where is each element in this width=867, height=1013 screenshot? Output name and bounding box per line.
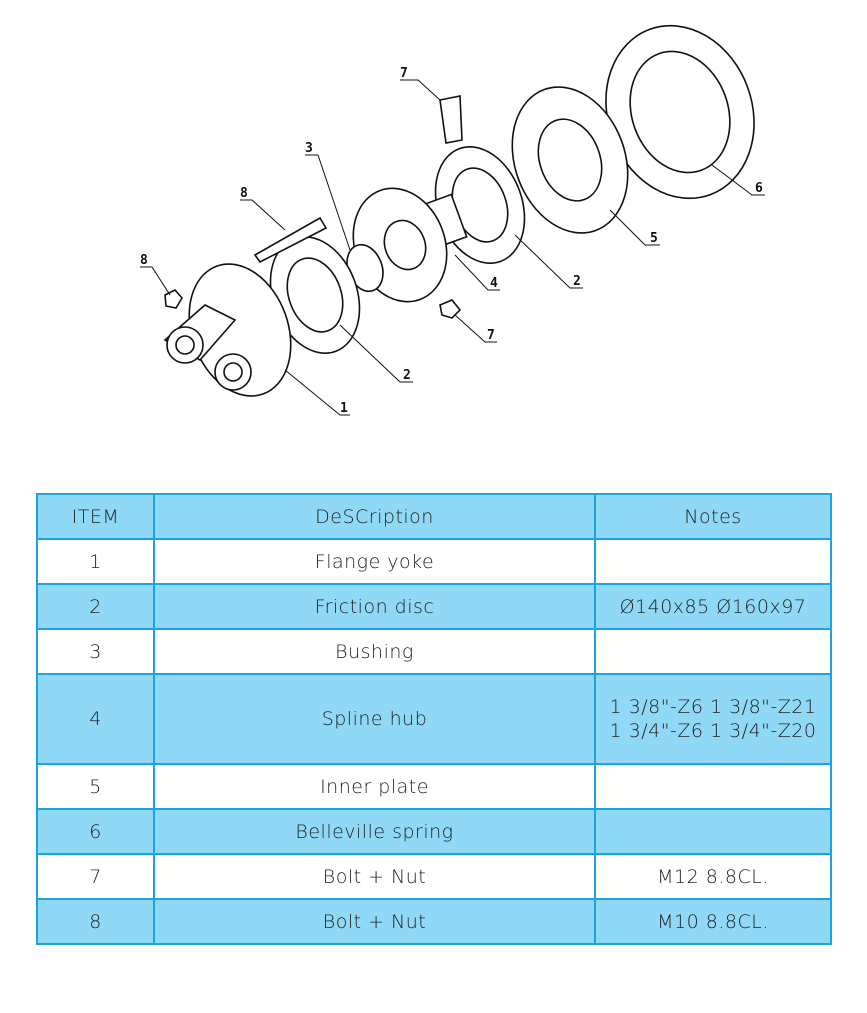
item-number: 5 [36,763,155,810]
callout-1: 1 [340,401,348,416]
nut-8 [164,289,183,309]
item-description: Inner plate [153,763,596,810]
callout-4: 4 [490,276,498,291]
item-description: Bushing [153,628,596,675]
item-notes [594,763,832,810]
item-number: 4 [36,673,155,765]
item-number: 8 [36,898,155,945]
notes-line: M12 8.8CL. [657,865,769,888]
item-description: Spline hub [153,673,596,765]
callout-2-right: 2 [573,274,581,289]
item-number: 7 [36,853,155,900]
callout-8-nut: 8 [140,253,148,268]
item-notes [594,808,832,855]
notes-line: 1 3/4"-Z6 1 3/4"-Z20 [609,720,817,742]
table-row: 7 Bolt + Nut M12 8.8CL. [36,853,832,900]
table-row: 3 Bushing [36,628,832,675]
header-notes: Notes [594,493,832,540]
table-row: 1 Flange yoke [36,538,832,585]
table-row: 6 Belleville spring [36,808,832,855]
item-number: 3 [36,628,155,675]
callout-7-nut: 7 [487,328,495,343]
item-notes [594,538,832,585]
header-item: ITEM [36,493,155,540]
exploded-assembly-diagram: 7 3 8 8 6 5 2 4 7 2 1 [140,24,765,416]
callout-3: 3 [305,141,313,156]
item-description: Flange yoke [153,538,596,585]
notes-line: M10 8.8CL. [657,910,769,933]
callout-7-top: 7 [400,66,408,81]
callout-2-left: 2 [403,368,411,383]
item-description: Bolt + Nut [153,853,596,900]
nut-7 [439,299,462,319]
callout-5: 5 [650,231,658,246]
item-notes [594,628,832,675]
header-description: DeSCription [153,493,596,540]
item-description: Bolt + Nut [153,898,596,945]
callout-8-bolt: 8 [240,186,248,201]
parts-table: ITEM DeSCription Notes 1 Flange yoke 2 F… [36,493,832,945]
table-row: 5 Inner plate [36,763,832,810]
table-header: ITEM DeSCription Notes [36,493,832,540]
item-number: 2 [36,583,155,630]
table-row: 2 Friction disc Ø140x85 Ø160x97 [36,583,832,630]
item-description: Belleville spring [153,808,596,855]
notes-line: Ø140x85 Ø160x97 [619,595,807,618]
notes-line: 1 3/8"-Z6 1 3/8"-Z21 [609,696,817,718]
item-number: 1 [36,538,155,585]
item-notes: Ø140x85 Ø160x97 [594,583,832,630]
table-row: 8 Bolt + Nut M10 8.8CL. [36,898,832,945]
callout-6: 6 [755,181,763,196]
inner-plate [511,86,629,234]
bolt-8 [253,216,328,264]
item-description: Friction disc [153,583,596,630]
item-notes: M12 8.8CL. [594,853,832,900]
item-number: 6 [36,808,155,855]
belleville-spring [605,24,755,200]
flange-yoke [163,263,292,397]
bolt-7 [439,95,463,144]
item-notes: M10 8.8CL. [594,898,832,945]
